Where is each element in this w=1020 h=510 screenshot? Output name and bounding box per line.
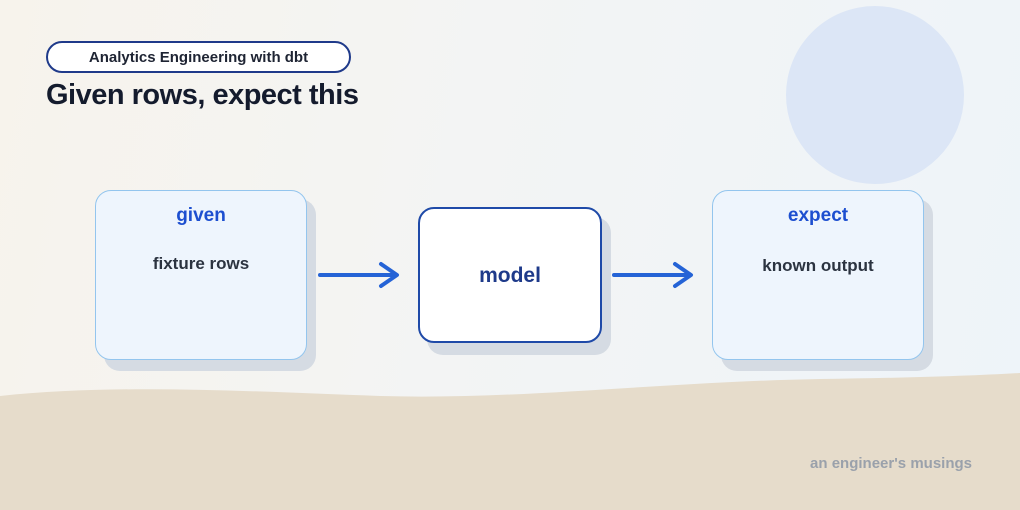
arrow-right-icon — [612, 262, 693, 288]
arrow-right-icon — [318, 262, 399, 288]
expect-heading: expect — [787, 205, 849, 226]
author-signature: an engineer's musings — [810, 455, 972, 472]
page-title: Given rows, expect this — [46, 79, 359, 111]
decorative-circle — [786, 6, 964, 184]
given-heading: given — [176, 205, 226, 226]
expect-box: expect known output — [712, 190, 924, 360]
sand-wave — [0, 373, 1020, 510]
series-tag: Analytics Engineering with dbt — [46, 41, 351, 73]
model-box: model — [418, 207, 602, 343]
given-body: fixture rows — [152, 254, 250, 273]
given-box: given fixture rows — [95, 190, 307, 360]
expect-body: known output — [762, 256, 874, 275]
model-label: model — [479, 264, 541, 287]
